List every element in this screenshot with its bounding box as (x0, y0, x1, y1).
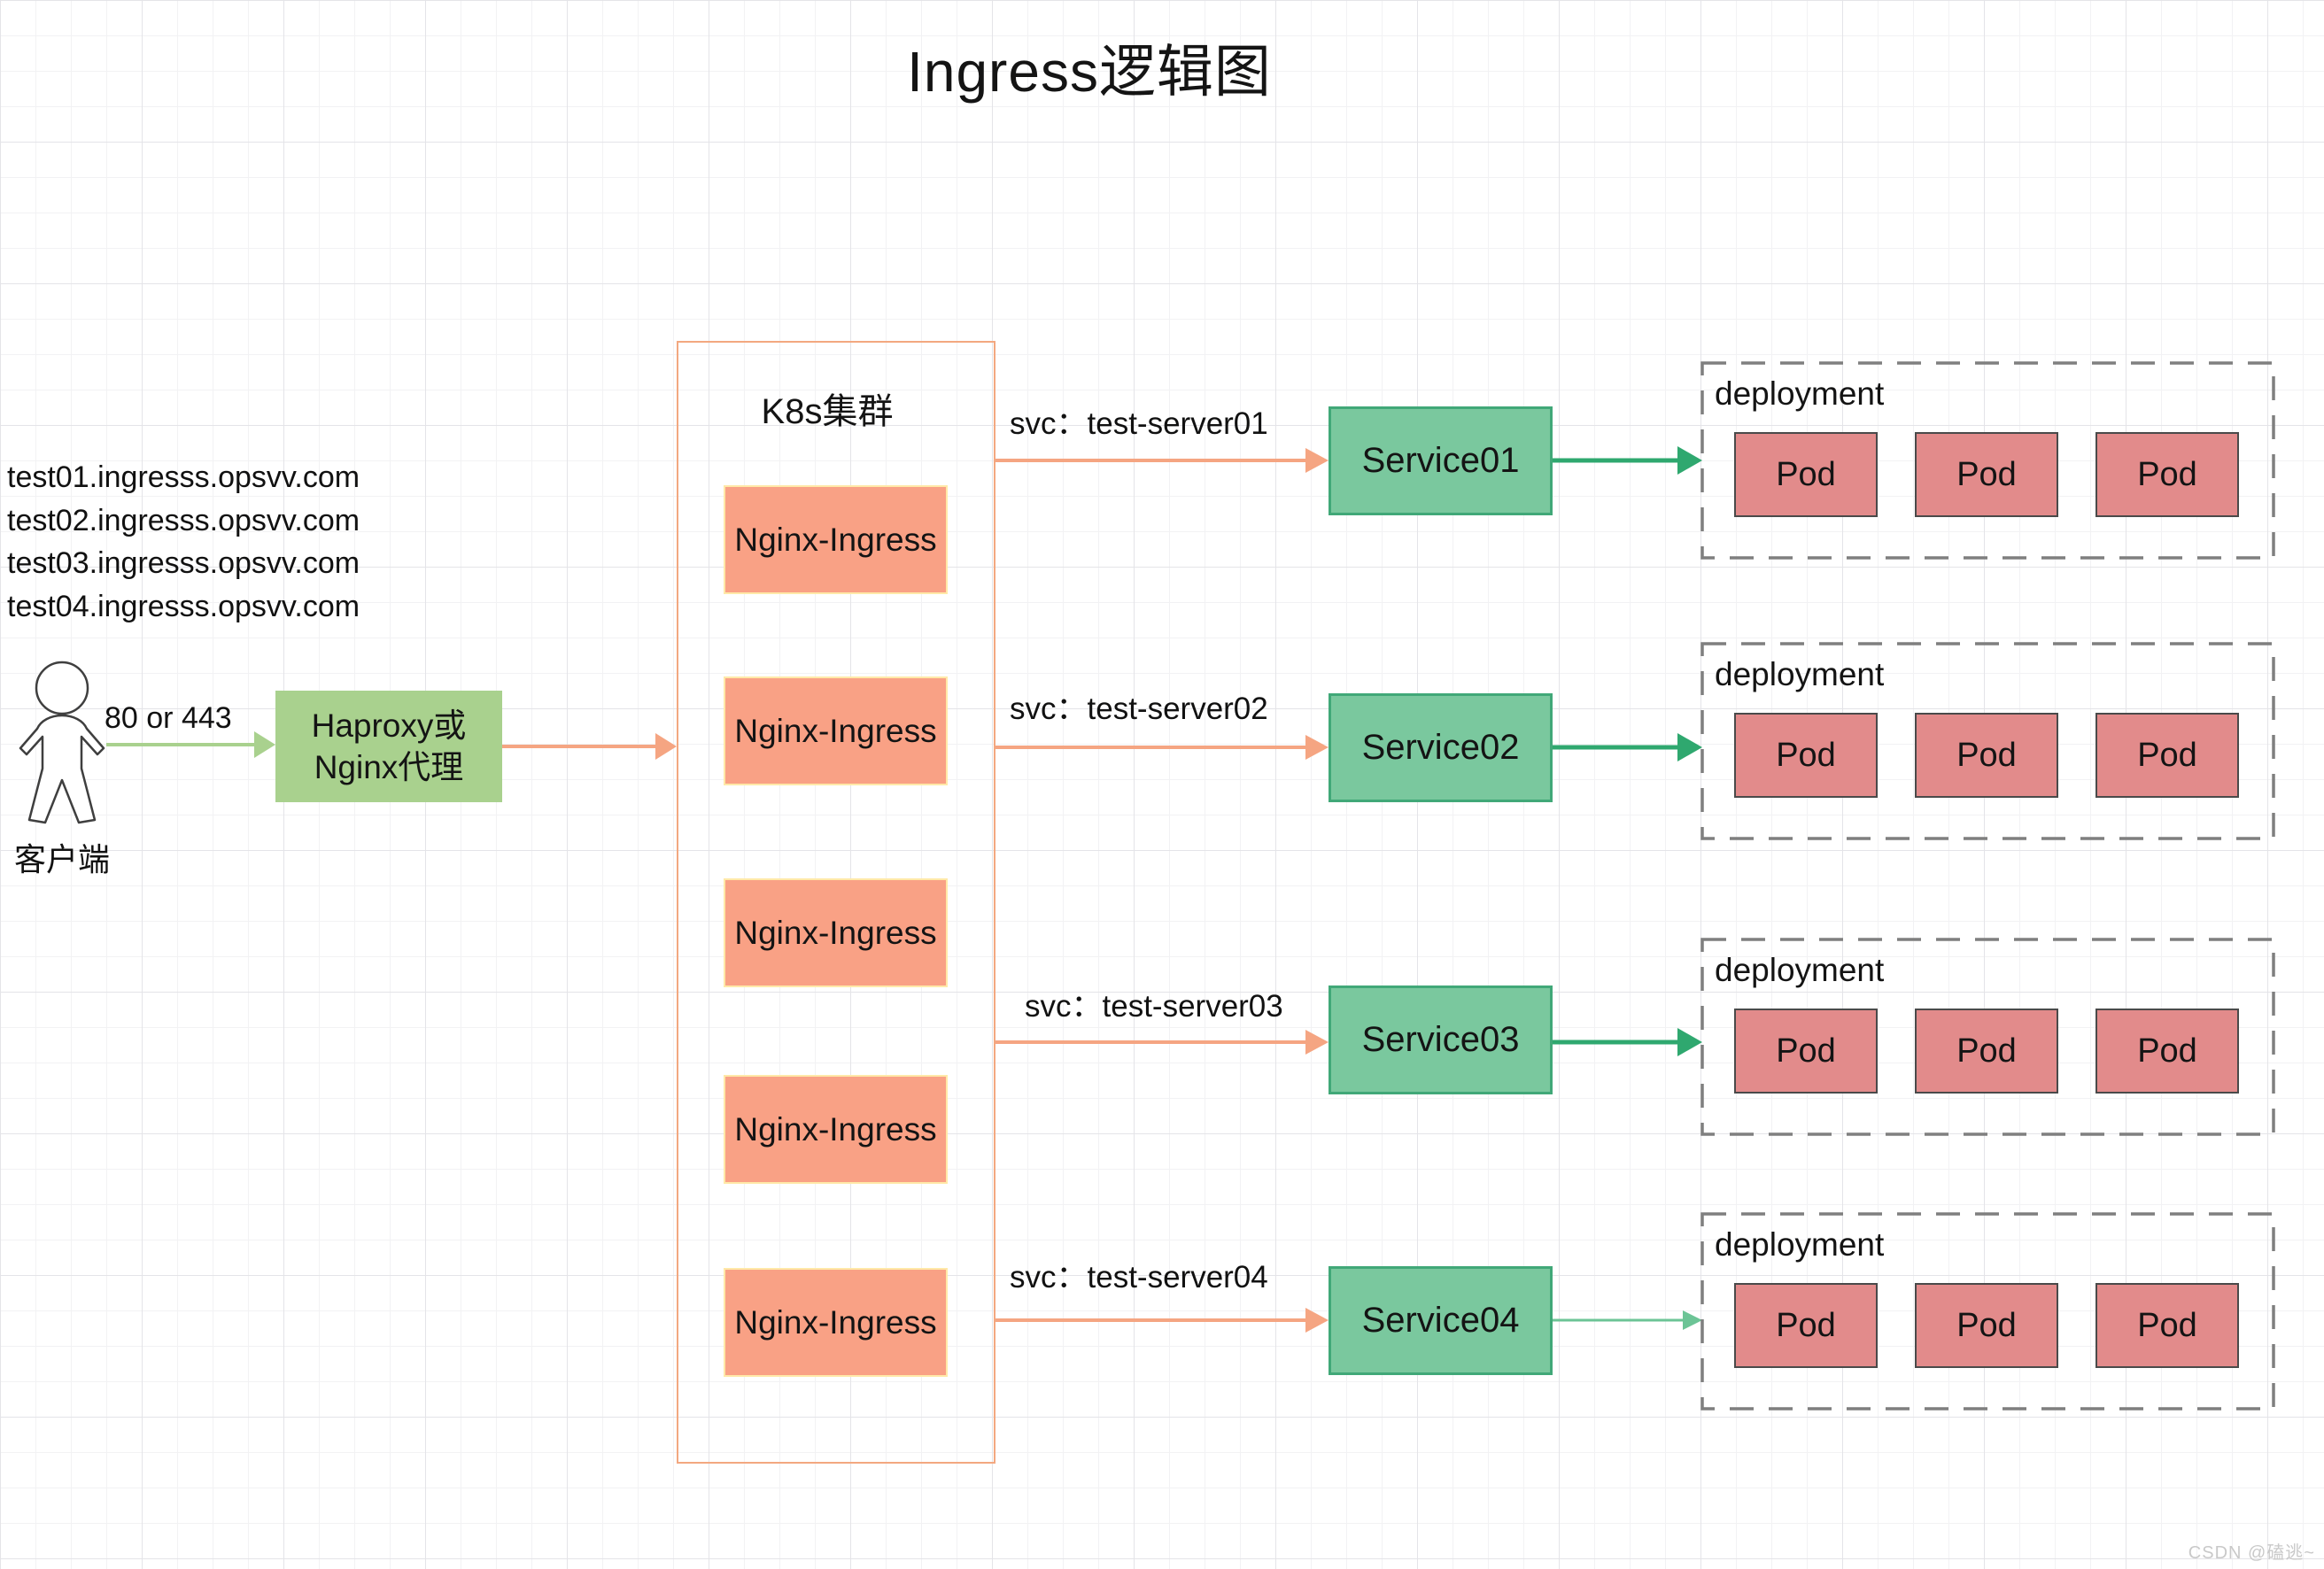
arrow-cluster-to-service04 (994, 1308, 1329, 1333)
arrow-proxy-to-cluster (502, 733, 677, 760)
pod-node: Pod (1915, 1009, 2058, 1094)
deployment-label: deployment (1715, 952, 1885, 988)
pod-node: Pod (1915, 1283, 2058, 1368)
nginx-ingress-node: Nginx-Ingress (724, 1268, 948, 1377)
port-label: 80 or 443 (105, 701, 232, 735)
pod-node: Pod (2095, 713, 2239, 798)
service-node: Service03 (1329, 985, 1553, 1094)
arrow-cluster-to-service01 (994, 448, 1329, 473)
nginx-ingress-node: Nginx-Ingress (724, 878, 948, 987)
client-person-icon (19, 661, 105, 824)
svc-route-label: svc：test-server02 (1010, 692, 1268, 726)
pod-node: Pod (2095, 1283, 2239, 1368)
k8s-cluster-label: K8s集群 (761, 392, 894, 431)
service-node: Service02 (1329, 693, 1553, 802)
arrow-cluster-to-service02 (994, 735, 1329, 760)
pod-node: Pod (2095, 1009, 2239, 1094)
pod-row: Pod Pod Pod (1734, 713, 2239, 798)
pod-row: Pod Pod Pod (1734, 1009, 2239, 1094)
deployment-label: deployment (1715, 1226, 1885, 1263)
arrow-service03-to-deployment (1553, 1028, 1702, 1056)
svc-route-label: svc：test-server04 (1010, 1260, 1268, 1295)
service-node: Service04 (1329, 1266, 1553, 1375)
page-title: Ingress逻辑图 (907, 40, 1272, 104)
client-label: 客户端 (13, 841, 110, 877)
deployment-group: deployment Pod Pod Pod (1702, 363, 2274, 558)
pod-row: Pod Pod Pod (1734, 432, 2239, 517)
svc-route-label: svc：test-server03 (1025, 989, 1283, 1024)
deployment-group: deployment Pod Pod Pod (1702, 1214, 2274, 1409)
nginx-ingress-node: Nginx-Ingress (724, 485, 948, 594)
deployment-group: deployment Pod Pod Pod (1702, 644, 2274, 839)
arrow-service02-to-deployment (1553, 733, 1702, 761)
pod-node: Pod (1915, 432, 2058, 517)
deployment-group: deployment Pod Pod Pod (1702, 939, 2274, 1134)
pod-node: Pod (1734, 432, 1878, 517)
pod-node: Pod (1734, 1283, 1878, 1368)
deployment-label: deployment (1715, 375, 1885, 412)
proxy-node: Haproxy或 Nginx代理 (275, 691, 502, 802)
domain-list: test01.ingresss.opsvv.com test02.ingress… (7, 460, 360, 623)
pod-node: Pod (1734, 713, 1878, 798)
watermark: CSDN @磕逃~ (2188, 1543, 2315, 1563)
deployment-label: deployment (1715, 656, 1885, 692)
arrow-service01-to-deployment (1553, 446, 1702, 475)
arrow-cluster-to-service03 (994, 1030, 1329, 1055)
svc-route-label: svc：test-server01 (1010, 406, 1268, 441)
pod-node: Pod (1915, 713, 2058, 798)
pod-node: Pod (1734, 1009, 1878, 1094)
nginx-ingress-node: Nginx-Ingress (724, 676, 948, 785)
service-node: Service01 (1329, 406, 1553, 515)
k8s-cluster-container (677, 341, 995, 1464)
nginx-ingress-node: Nginx-Ingress (724, 1075, 948, 1184)
pod-row: Pod Pod Pod (1734, 1283, 2239, 1368)
pod-node: Pod (2095, 432, 2239, 517)
arrow-service04-to-deployment (1553, 1310, 1702, 1330)
